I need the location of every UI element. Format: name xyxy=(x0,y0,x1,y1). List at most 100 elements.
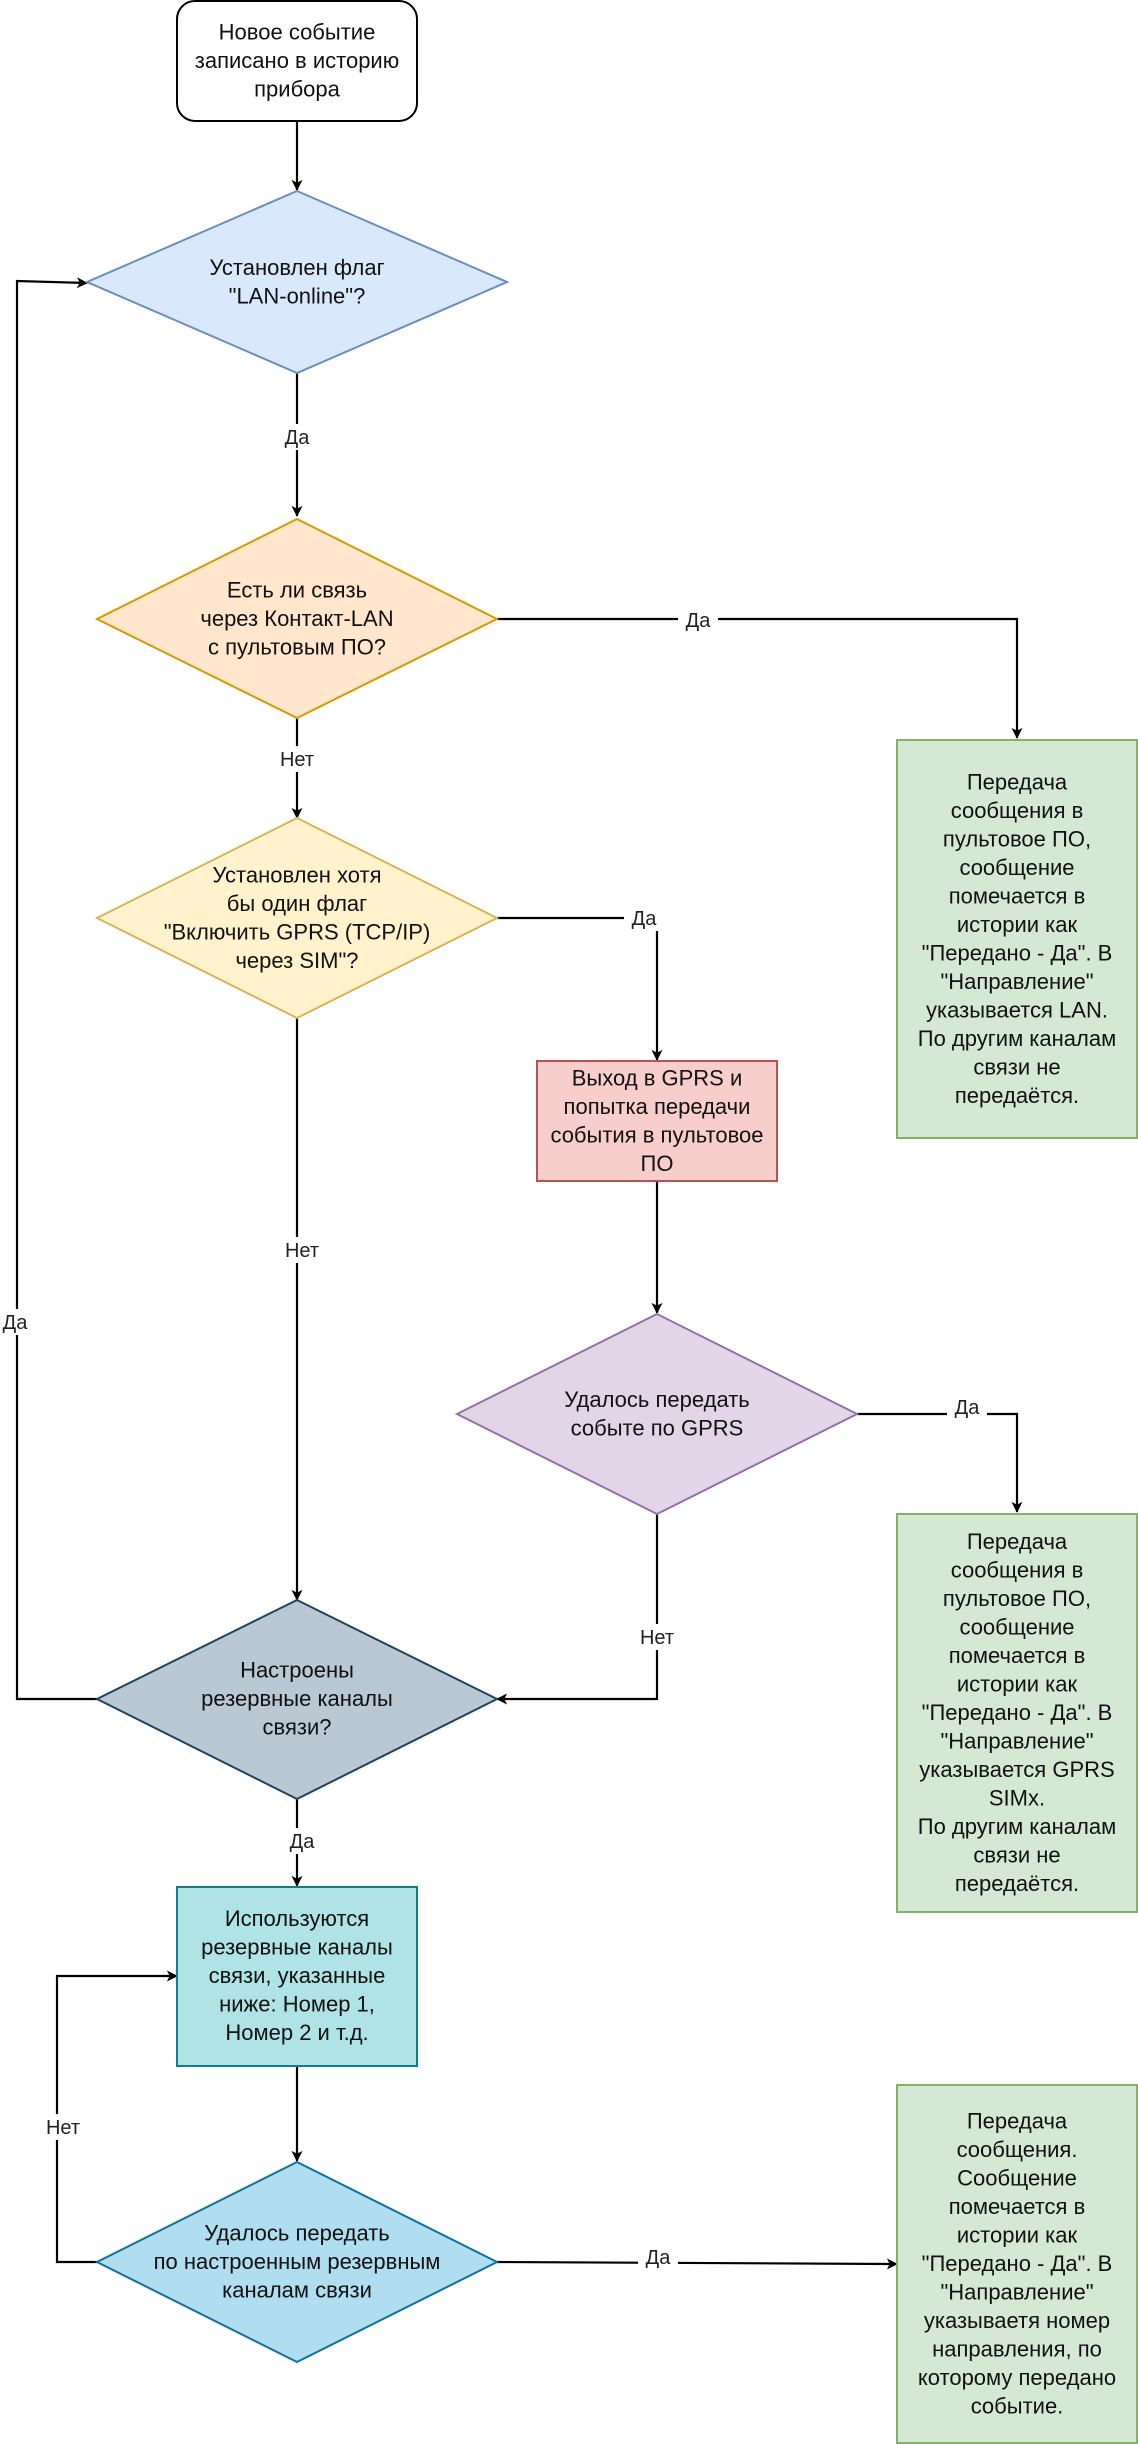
node-gprs-success-shape xyxy=(454,1312,860,1516)
node-start-shape xyxy=(176,0,418,122)
node-text-line: по настроенным резервным xyxy=(154,2249,441,2274)
svg-text:Да: Да xyxy=(646,2247,672,2269)
node-reserve-success: Удалось передать по настроенным резервным… xyxy=(94,2160,500,2364)
node-text-line: передаётся. xyxy=(955,1083,1079,1108)
node-text-line: связи? xyxy=(263,1715,332,1740)
edge-gprs-flag-to-gprs-attempt xyxy=(497,916,663,1061)
node-result-lan-shape xyxy=(896,739,1138,1139)
edge-lan-link-to-result-lan xyxy=(497,617,1023,739)
edge-label-reserve-success-yes: Да xyxy=(638,2244,678,2270)
node-text-line: Сообщение xyxy=(957,2166,1077,2191)
edge-label-lan-link-yes: Да xyxy=(678,607,718,633)
edge-label-reserve-loop-yes: Да xyxy=(0,1309,34,1335)
edge-label-reserve-retry-no: Нет xyxy=(40,2114,90,2140)
svg-text:Нет: Нет xyxy=(280,749,314,771)
node-text-line: Передача xyxy=(967,769,1068,794)
node-gprs-success: Удалось передать событе по GPRS xyxy=(454,1312,860,1516)
node-text-line: Установлен флаг xyxy=(209,255,384,280)
node-text-line: Настроены xyxy=(240,1658,354,1683)
node-text-line: Выход в GPRS и xyxy=(572,1065,743,1090)
node-text-line: Новое событие xyxy=(219,20,376,45)
node-text-line: связи не xyxy=(973,1054,1060,1079)
edge-label-lan-link-no: Нет xyxy=(272,746,322,772)
node-text-line: указывается LAN. xyxy=(926,997,1108,1022)
edge-label-gprs-flag-no: Нет xyxy=(277,1237,327,1263)
edge-labels: Да Да Нет Да Нет Да Нет Да Да Нет Да xyxy=(0,424,987,2270)
node-text-line: резервные каналы xyxy=(201,1686,393,1711)
node-reserve-use-shape xyxy=(176,1886,418,2067)
node-text-line: "LAN-online"? xyxy=(229,283,366,308)
node-text-line: Удалось передать xyxy=(564,1387,750,1412)
svg-text:Нет: Нет xyxy=(640,1627,674,1649)
svg-text:Да: Да xyxy=(285,427,311,449)
node-text-line: Передача xyxy=(967,1529,1068,1554)
node-text-line: связи не xyxy=(973,1843,1060,1868)
node-gprs-success-text: Удалось передать событе по GPRS xyxy=(564,1387,750,1441)
node-text-line: сообщения в xyxy=(951,798,1084,823)
node-text-line: помечается в xyxy=(949,1643,1086,1668)
edge-label-lan-flag-yes: Да xyxy=(277,424,317,450)
node-text-line: "Передано - Да". В xyxy=(922,2251,1113,2276)
node-text-line: попытка передачи xyxy=(564,1094,751,1119)
svg-text:Нет: Нет xyxy=(46,2117,80,2139)
node-text-line: "Передано - Да". В xyxy=(922,940,1113,965)
node-text-line: передаётся. xyxy=(955,1871,1079,1896)
node-text-line: Передача xyxy=(967,2109,1068,2134)
node-text-line: "Включить GPRS (TCP/IP) xyxy=(164,919,431,944)
node-reserve-configured-text: Настроены резервные каналы связи? xyxy=(201,1658,393,1740)
node-text-line: сообщения в xyxy=(951,1558,1084,1583)
node-lan-link: Есть ли связь через Контакт-LAN с пультовы… xyxy=(94,517,500,720)
node-gprs-attempt: Выход в GPRS и попытка передачи события в … xyxy=(536,1060,778,1182)
node-text-line: По другим каналам xyxy=(918,1026,1116,1051)
node-text-line: SIMx. xyxy=(989,1786,1045,1811)
node-text-line: указываетя номер xyxy=(924,2308,1110,2333)
node-text-line: Используются xyxy=(225,1906,369,1931)
node-text-line: ниже: Номер 1, xyxy=(219,1992,375,2017)
node-gprs-attempt-shape xyxy=(536,1060,778,1182)
edge-reserve-configured-loop-to-lan-flag xyxy=(15,277,97,1701)
svg-text:Да: Да xyxy=(3,1312,29,1334)
edge-label-reserve-configured-yes: Да xyxy=(282,1828,322,1854)
node-reserve-success-text: Удалось передать по настроенным резервным… xyxy=(154,2221,441,2303)
node-text-line: событе по GPRS xyxy=(571,1415,744,1440)
node-text-line: записано в историю xyxy=(195,48,399,73)
node-gprs-flag-shape xyxy=(94,816,500,1020)
node-text-line: ПО xyxy=(641,1151,674,1176)
node-text-line: Есть ли связь xyxy=(227,578,367,603)
node-text-line: с пультовым ПО? xyxy=(208,635,386,660)
node-text-line: направления, по xyxy=(932,2337,1102,2362)
node-text-line: событие. xyxy=(971,2394,1064,2419)
node-lan-link-text: Есть ли связь через Контакт-LAN с пультовы… xyxy=(200,578,393,660)
node-text-line: каналам связи xyxy=(222,2278,372,2303)
node-text-line: пультовое ПО, xyxy=(943,826,1091,851)
node-text-line: пультовое ПО, xyxy=(943,1586,1091,1611)
svg-text:Да: Да xyxy=(290,1831,316,1853)
node-text-line: Удалось передать xyxy=(204,2221,390,2246)
edge-label-gprs-flag-yes: Да xyxy=(624,905,664,931)
edge-gprs-success-to-result-gprs xyxy=(857,1412,1023,1513)
node-text-line: сообщения. xyxy=(957,2137,1078,2162)
node-reserve-configured: Настроены резервные каналы связи? xyxy=(94,1598,500,1801)
node-lan-flag: Установлен флаг "LAN-online"? xyxy=(84,189,510,375)
node-text-line: "Передано - Да". В xyxy=(922,1700,1113,1725)
edge-label-gprs-success-yes: Да xyxy=(947,1394,987,1420)
svg-text:Да: Да xyxy=(955,1397,981,1419)
node-text-line: события в пультовое xyxy=(550,1122,763,1147)
node-lan-flag-text: Установлен флаг "LAN-online"? xyxy=(209,255,384,309)
node-text-line: указывается GPRS xyxy=(919,1757,1114,1782)
node-text-line: бы один флаг xyxy=(227,891,367,916)
node-lan-flag-shape xyxy=(84,189,510,375)
node-text-line: истории как xyxy=(957,912,1078,937)
node-text-line: резервные каналы xyxy=(201,1935,393,1960)
node-text-line: которому передано xyxy=(918,2365,1116,2390)
node-text-line: "Направление" xyxy=(940,969,1093,994)
node-text-line: через Контакт-LAN xyxy=(200,606,393,631)
